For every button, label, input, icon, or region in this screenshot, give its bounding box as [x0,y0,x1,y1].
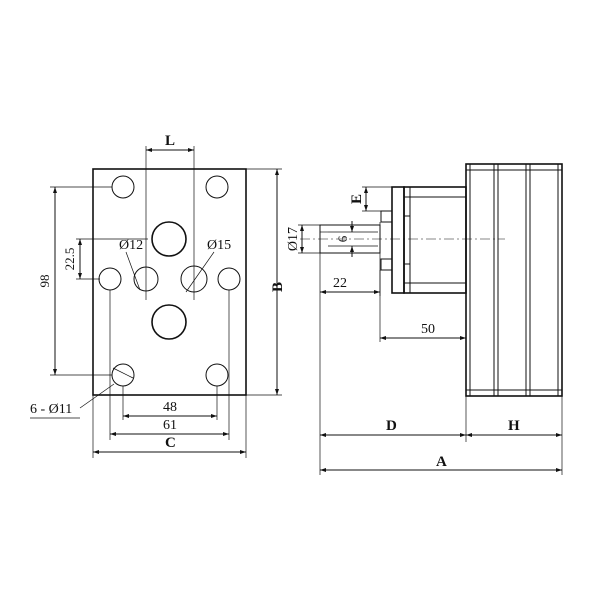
mount-hole-bottom-left [111,363,135,387]
label-22: 22 [333,276,347,291]
mounting-plate-front-view [50,146,282,458]
label-22-5: 22.5 [62,248,77,271]
label-dia-15: Ø15 [207,238,231,253]
motor-body [465,163,563,397]
label-48: 48 [163,400,177,415]
label-H: H [508,418,520,434]
mount-hole-mid-right [217,267,241,291]
label-B: B [270,282,286,292]
upper-large-hole [151,221,187,257]
lower-large-hole [151,304,187,340]
label-50: 50 [421,322,435,337]
label-A: A [436,454,447,470]
label-D: D [386,418,397,434]
label-61: 61 [163,418,177,433]
plate-outline [92,168,247,396]
bolt-head-upper [380,210,393,223]
pump-side-view [300,163,563,397]
flange-plate [391,186,405,294]
side-view-dimensions [298,186,563,475]
mount-hole-bottom-right [205,363,229,387]
mount-hole-top-left [111,175,135,199]
mount-hole-mid-left [98,267,122,291]
label-E: E [349,194,365,204]
label-C: C [165,435,176,451]
label-6: 6 [335,235,350,242]
pump-housing [403,186,467,294]
bolt-head-lower [380,258,393,271]
label-L: L [165,133,175,149]
label-hole-callout: 6 - Ø11 [30,402,72,417]
label-dia-17: Ø17 [286,227,301,251]
label-98: 98 [37,275,52,288]
dimension-labels: L B C D H A E Ø12 Ø15 Ø17 98 22.5 6 22 5… [30,133,520,470]
mount-hole-top-right [205,175,229,199]
front-view-dimensions [30,148,279,454]
label-dia-12: Ø12 [119,238,143,253]
